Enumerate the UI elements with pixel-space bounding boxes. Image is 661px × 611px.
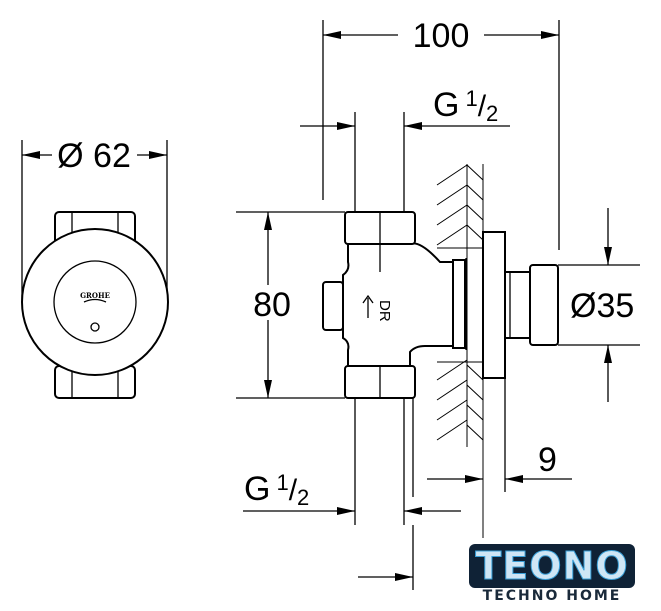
left-stub <box>322 281 344 331</box>
indicator-hole <box>90 322 100 332</box>
adapter-ring <box>504 271 531 339</box>
flange <box>482 231 506 379</box>
dim-flange: 9 <box>538 441 557 479</box>
push-button <box>53 260 137 344</box>
cap <box>529 264 559 346</box>
body-marking: DR <box>376 300 393 322</box>
dim-cap-diameter: Ø35 <box>570 287 634 325</box>
teono-logo: TEONO TECHNO HOME <box>462 544 642 604</box>
valve-body <box>342 242 454 367</box>
cover-plate <box>21 228 169 376</box>
dim-front-diameter: Ø 62 <box>57 137 131 175</box>
flow-arrow-icon <box>362 294 374 318</box>
side-view: DR <box>322 164 559 538</box>
dim-width: 100 <box>413 17 470 55</box>
dim-height: 80 <box>253 286 291 324</box>
sleeve <box>452 259 466 349</box>
logo-tagline: TECHNO HOME <box>482 588 622 604</box>
logo-wordmark: TEONO <box>469 544 635 589</box>
front-view: Ø 62 GROHE <box>21 137 169 399</box>
wall-section <box>436 164 484 538</box>
grohe-logo: GROHE <box>80 291 110 300</box>
